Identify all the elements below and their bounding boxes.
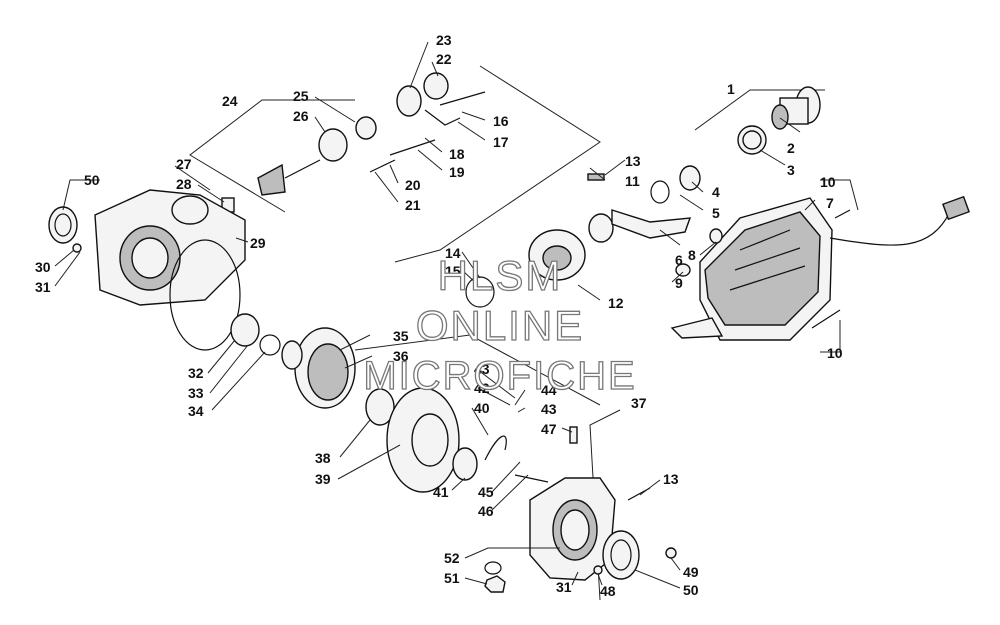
callout-38: 38 (315, 450, 331, 466)
callout-44: 44 (541, 382, 557, 398)
callout-23: 23 (436, 32, 452, 48)
leader-lines (54, 41, 859, 589)
callout-1: 1 (727, 81, 735, 97)
callout-17: 17 (493, 134, 509, 150)
pinion-shaft-assembly (221, 72, 486, 241)
case-half (465, 165, 723, 308)
callout-25: 25 (293, 88, 309, 104)
callout-32: 32 (188, 365, 204, 381)
callout-15: 15 (445, 263, 461, 279)
callout-43-right: 43 (541, 401, 557, 417)
callout-3: 3 (787, 162, 795, 178)
callout-7: 7 (826, 195, 834, 211)
rear-cover (484, 209, 851, 593)
differential-assembly (281, 327, 549, 493)
callout-24: 24 (222, 93, 238, 109)
callout-20: 20 (405, 177, 421, 193)
callout-48: 48 (600, 583, 616, 599)
callout-5: 5 (712, 205, 720, 221)
callout-45: 45 (478, 484, 494, 500)
callout-40: 40 (474, 400, 490, 416)
transmission-assembly (670, 195, 970, 341)
callout-31-left: 31 (35, 279, 51, 295)
callout-34: 34 (188, 403, 204, 419)
callout-29: 29 (250, 235, 266, 251)
callout-10-top: 10 (820, 174, 836, 190)
callout-37: 37 (631, 395, 647, 411)
callout-30: 30 (35, 259, 51, 275)
callout-11: 11 (625, 173, 640, 189)
front-housing (48, 189, 281, 356)
callout-4: 4 (712, 184, 720, 200)
callout-31-bottom: 31 (556, 579, 572, 595)
callout-21: 21 (405, 197, 421, 213)
callout-18: 18 (449, 146, 465, 162)
callout-2: 2 (787, 140, 795, 156)
callout-47: 47 (541, 421, 557, 437)
callout-43-top: 43 (474, 361, 490, 377)
callout-28: 28 (176, 176, 192, 192)
callout-49: 49 (683, 564, 699, 580)
callout-52: 52 (444, 550, 460, 566)
callout-6: 6 (675, 252, 683, 268)
output-yoke (737, 86, 821, 155)
callout-9: 9 (675, 275, 683, 291)
callout-27: 27 (176, 156, 192, 172)
callout-14: 14 (445, 245, 461, 261)
callout-41: 41 (433, 484, 449, 500)
callout-35: 35 (393, 328, 409, 344)
callout-46: 46 (478, 503, 494, 519)
group-brackets (189, 65, 825, 601)
callout-12: 12 (608, 295, 624, 311)
callout-36: 36 (393, 348, 409, 364)
callout-19: 19 (449, 164, 465, 180)
callout-10-bottom: 10 (827, 345, 843, 361)
callout-50-left: 50 (84, 172, 100, 188)
callout-42: 42 (474, 380, 490, 396)
callout-labels: 1 2 3 4 5 6 7 8 9 10 10 11 12 13 13 14 1… (35, 32, 843, 599)
callout-39: 39 (315, 471, 331, 487)
callout-8: 8 (688, 247, 696, 263)
callout-13-top: 13 (625, 153, 641, 169)
callout-33: 33 (188, 385, 204, 401)
callout-26: 26 (293, 108, 309, 124)
callout-50-bottom: 50 (683, 582, 699, 598)
callout-16: 16 (493, 113, 509, 129)
callout-22: 22 (436, 51, 452, 67)
callout-13-bottom: 13 (663, 471, 679, 487)
callout-51: 51 (444, 570, 460, 586)
